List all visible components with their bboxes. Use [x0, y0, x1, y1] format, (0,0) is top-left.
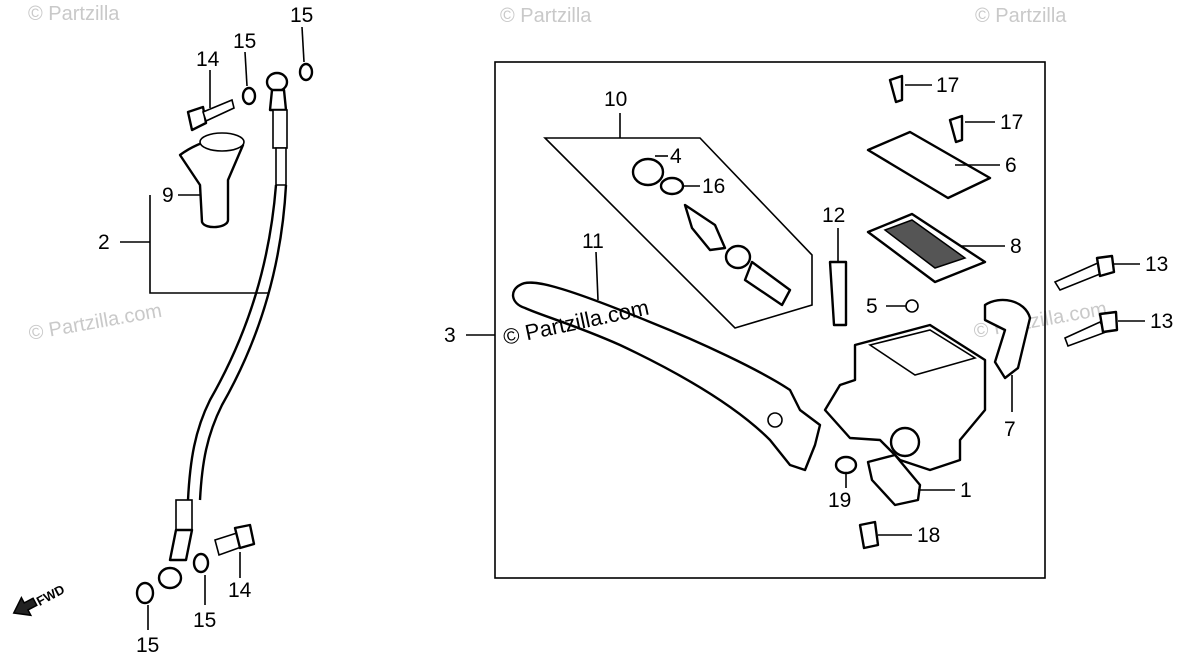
reservoir-opening [868, 329, 977, 376]
piston-kit [631, 157, 792, 307]
callout-18: 18 [917, 524, 940, 547]
callout-15: 15 [233, 30, 256, 53]
callout-16: 16 [702, 175, 725, 198]
callout-4: 4 [670, 145, 682, 168]
fwd-label: FWD [34, 582, 67, 609]
callout-bracket-2 [149, 195, 268, 294]
cap-screw [888, 74, 904, 104]
callout-5: 5 [866, 295, 878, 318]
sealing-washer [192, 552, 210, 574]
brake-lever [511, 281, 822, 472]
lower-hose-collar [175, 499, 193, 531]
cap-screw [948, 114, 964, 144]
callout-13: 13 [1145, 253, 1168, 276]
forward-direction-marker: FWD [12, 582, 67, 617]
callout-2: 2 [98, 231, 110, 254]
callout-14: 14 [196, 48, 220, 71]
hose-cover [178, 136, 245, 229]
primary-cup [724, 244, 752, 270]
callout-17: 17 [936, 74, 959, 97]
leader-line [301, 26, 305, 63]
watermark: © Partzilla [975, 5, 1067, 27]
master-cylinder-holder [983, 298, 1032, 380]
lower-banjo-bolt-head [233, 523, 256, 550]
sealing-washer [241, 86, 257, 106]
upper-hose-collar [272, 109, 288, 149]
brake-hose-outline [198, 184, 288, 501]
lever-pivot-hole [767, 412, 783, 428]
reservoir-cap [866, 130, 992, 200]
assembly-frame [494, 61, 1046, 579]
callout-1: 1 [960, 479, 972, 502]
holder-bolt-head [1095, 254, 1116, 278]
callout-3: 3 [444, 324, 456, 347]
callout-10: 10 [604, 88, 627, 111]
upper-banjo-bolt-head [186, 105, 208, 132]
callout-19: 19 [828, 489, 851, 512]
brake-hose [186, 184, 278, 501]
lower-banjo-fitting [157, 566, 183, 590]
leader-line [595, 251, 599, 301]
callout-14: 14 [228, 579, 252, 602]
callout-15: 15 [193, 609, 216, 632]
upper-hose-end [268, 88, 288, 112]
holder-bolt-head [1098, 310, 1119, 334]
piston [683, 203, 727, 252]
callout-15: 15 [136, 634, 159, 657]
brake-hose-assembly [135, 62, 314, 605]
callout-9: 9 [162, 184, 174, 207]
callout-8: 8 [1010, 235, 1022, 258]
callout-11: 11 [582, 230, 604, 253]
watermark: © Partzilla [28, 3, 120, 25]
lower-hose-end [168, 528, 194, 562]
callout-12: 12 [822, 204, 845, 227]
switch-screw [858, 520, 880, 550]
piston-kit-outline [543, 137, 813, 329]
brake-light-switch [866, 453, 922, 507]
diaphragm-center [883, 219, 967, 269]
pivot-nut [834, 455, 858, 475]
lever-pivot-bolt [828, 260, 848, 327]
callout-6: 6 [1005, 154, 1017, 177]
watermark: © Partzilla [500, 5, 592, 27]
callout-15: 15 [290, 4, 313, 27]
callout-17: 17 [1000, 111, 1023, 134]
fwd-arrow-icon [12, 595, 38, 617]
snap-ring [659, 176, 685, 196]
callout-13: 13 [1150, 310, 1173, 333]
sealing-washer [298, 62, 314, 82]
leader-line [244, 51, 248, 87]
hose-cover-top [199, 132, 245, 152]
sealing-washer [135, 581, 155, 605]
watermark: © Partzilla.com [27, 300, 164, 345]
upper-banjo-bolt-shank [202, 98, 235, 123]
callout-7: 7 [1004, 418, 1016, 441]
upper-banjo-fitting [265, 71, 289, 93]
upper-hose-ferrule [275, 147, 287, 186]
piston-cup [631, 157, 665, 187]
cylinder-bore [889, 426, 921, 458]
clip [905, 299, 919, 313]
spring [743, 260, 792, 307]
